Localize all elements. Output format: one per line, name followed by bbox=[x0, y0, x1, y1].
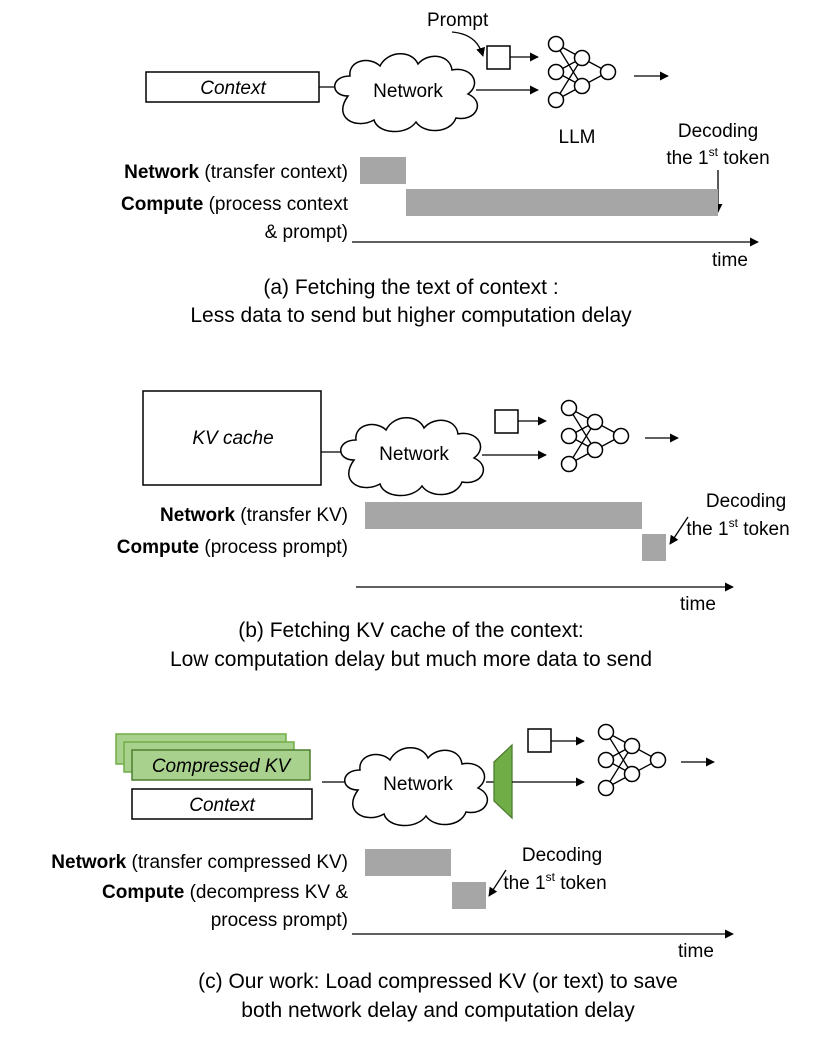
compressed-kv-stack bbox=[115, 733, 311, 781]
network-cloud-label: Network bbox=[379, 444, 449, 465]
decoding-label-line1: Decoding bbox=[522, 845, 602, 866]
llm-network-icon bbox=[547, 35, 617, 109]
compressed-kv-label: Compressed KV bbox=[152, 756, 293, 777]
kv-cache-label: KV cache bbox=[192, 428, 273, 449]
compute-row-label: Compute (process context bbox=[121, 194, 349, 215]
time-label: time bbox=[712, 250, 748, 271]
prompt-box bbox=[527, 728, 552, 753]
time-label: time bbox=[680, 594, 716, 615]
caption-b-line1: (b) Fetching KV cache of the context: bbox=[238, 619, 584, 642]
compute-bar bbox=[642, 534, 666, 561]
decoding-label-line2: the 1st token bbox=[503, 870, 606, 894]
network-cloud-label: Network bbox=[373, 81, 443, 102]
network-row-label: Network (transfer compressed KV) bbox=[51, 852, 348, 873]
context-box-label: Context bbox=[200, 78, 266, 99]
network-transfer-bar bbox=[365, 502, 642, 529]
decoding-label-line1: Decoding bbox=[706, 491, 786, 512]
compute-row-label-line2: & prompt) bbox=[265, 222, 348, 243]
llm-label: LLM bbox=[559, 127, 596, 148]
decompressor-icon bbox=[493, 743, 513, 820]
llm-network-icon bbox=[560, 399, 630, 473]
context-box bbox=[131, 788, 313, 820]
compute-bar bbox=[406, 189, 718, 216]
llm-network-icon bbox=[597, 723, 667, 797]
network-row-label: Network (transfer context) bbox=[124, 162, 348, 183]
compute-row-label: Compute (decompress KV & bbox=[102, 882, 348, 903]
caption-c-line1: (c) Our work: Load compressed KV (or tex… bbox=[198, 970, 678, 993]
decoding-label-line2: the 1st token bbox=[686, 516, 789, 540]
decoding-label-line1: Decoding bbox=[678, 121, 758, 142]
compute-bar bbox=[452, 882, 486, 909]
context-box-label: Context bbox=[189, 795, 255, 816]
compute-row-label-line2: process prompt) bbox=[211, 910, 348, 931]
caption-a-line2: Less data to send but higher computation… bbox=[190, 304, 632, 327]
kv-cache-box bbox=[142, 390, 322, 486]
context-box bbox=[145, 71, 320, 103]
decoding-label-line2: the 1st token bbox=[666, 145, 769, 169]
network-transfer-bar bbox=[365, 849, 451, 876]
panel-c: Compressed KV Context Network Decoding t… bbox=[51, 723, 734, 1022]
panel-a: Context Network Prompt LLM Decoding the … bbox=[121, 10, 770, 327]
network-transfer-bar bbox=[360, 157, 406, 184]
caption-a-line1: (a) Fetching the text of context : bbox=[263, 276, 558, 299]
panel-b: KV cache Network Decoding the 1st token … bbox=[117, 390, 790, 671]
prompt-label: Prompt bbox=[427, 10, 489, 31]
prompt-box bbox=[494, 409, 519, 434]
network-cloud-label: Network bbox=[383, 774, 453, 795]
compute-row-label: Compute (process prompt) bbox=[117, 537, 348, 558]
caption-c-line2: both network delay and computation delay bbox=[241, 999, 635, 1022]
network-row-label: Network (transfer KV) bbox=[160, 505, 348, 526]
caption-b-line2: Low computation delay but much more data… bbox=[170, 648, 652, 671]
prompt-box bbox=[486, 45, 511, 70]
time-label: time bbox=[678, 941, 714, 962]
